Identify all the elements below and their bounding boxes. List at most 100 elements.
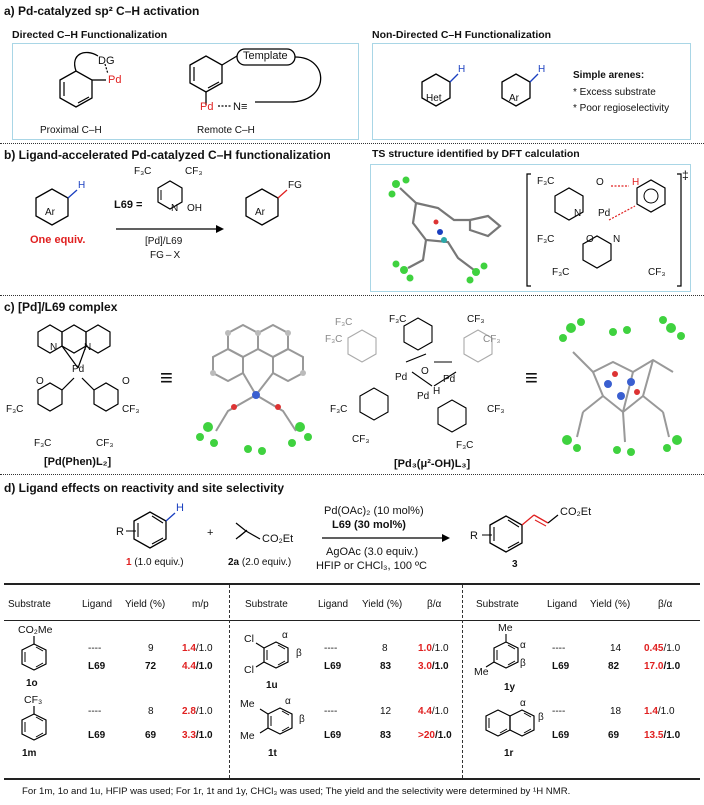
1r-r2-ratio: 13.5/1.0 xyxy=(644,730,680,741)
section-c-title: c) [Pd]/L69 complex xyxy=(4,300,118,314)
ts-f3c-bot: F₃C xyxy=(552,267,570,278)
phen-cf3-right: CF₃ xyxy=(122,404,140,415)
phen-cf3-bot-right: CF₃ xyxy=(96,438,114,449)
dg-label: DG xyxy=(98,55,115,67)
divider-1 xyxy=(0,143,704,144)
1o-r2-ligand: L69 xyxy=(88,661,106,672)
1o-r2-ratio: 4.4/1.0 xyxy=(182,661,213,672)
equiv-1: ≡ xyxy=(160,365,173,390)
sub-1u-cl-top: Cl xyxy=(244,633,254,645)
1r-r2-ligand: L69 xyxy=(552,730,570,741)
1m-r1-ligand: ---- xyxy=(88,706,102,717)
phen-n-right: N xyxy=(84,342,92,353)
sub-1r-label: 1r xyxy=(504,748,514,759)
1u-r2-ratio-b: /1.0 xyxy=(431,661,449,672)
1t-r1-ligand: ---- xyxy=(324,706,338,717)
1o-r2-ratio-a: 4.4 xyxy=(182,661,196,672)
1t-r1-ratio-b: /1.0 xyxy=(431,706,449,717)
1o-r1-yield: 9 xyxy=(148,643,154,654)
l69-eq: L69 = xyxy=(114,199,143,211)
1o-r2-ratio-b: /1.0 xyxy=(195,661,213,672)
template-label: Template xyxy=(243,50,288,62)
1y-r1-ratio: 0.45/1.0 xyxy=(644,643,680,654)
th-1-ratio: m/p xyxy=(192,599,209,610)
1m-r2-ligand: L69 xyxy=(88,730,106,741)
product-3-label: 3 xyxy=(512,559,518,570)
1y-r1-yield: 14 xyxy=(610,643,622,654)
remote-structure xyxy=(189,48,322,107)
1t-r1-yield: 12 xyxy=(380,706,392,717)
simple-arenes: Simple arenes: xyxy=(573,70,645,81)
sub-1y-label: 1y xyxy=(504,682,516,693)
phen-o-left: O xyxy=(36,376,44,387)
ts-title: TS structure identified by DFT calculati… xyxy=(372,148,580,160)
1t-r2-ratio-b: /1.0 xyxy=(434,730,452,741)
th-3-ligand: Ligand xyxy=(547,599,578,610)
1o-r2-yield: 72 xyxy=(145,661,157,672)
reactant-1-equiv: (1.0 equiv.) xyxy=(134,557,184,568)
nitrile-label: N≡ xyxy=(233,101,248,113)
sub-1o-label: 1o xyxy=(26,678,38,689)
1u-r2-ligand: L69 xyxy=(324,661,342,672)
1o-r1-ratio-b: /1.0 xyxy=(195,643,213,654)
th-2-ligand: Ligand xyxy=(318,599,349,610)
sub-1t-ring xyxy=(259,707,293,735)
section-d-title: d) Ligand effects on reactivity and site… xyxy=(4,481,285,495)
sub-1y-me-top: Me xyxy=(498,622,513,634)
1r-r1-ratio-b: /1.0 xyxy=(657,706,675,717)
col-divider-1 xyxy=(229,585,230,778)
product-co2et: CO₂Et xyxy=(560,506,592,518)
th-2-substrate: Substrate xyxy=(245,599,288,610)
pd3-h: H xyxy=(433,386,441,397)
th-1-ligand: Ligand xyxy=(82,599,113,610)
pd3-grey-f3c-2: F₃C xyxy=(325,334,343,345)
reagent-2a xyxy=(235,522,261,540)
table-header-rule xyxy=(4,620,700,621)
ts-f3c-mid: F₃C xyxy=(537,234,555,245)
sub-1t-beta: β xyxy=(299,714,305,725)
sub-1t-me-bot: Me xyxy=(240,730,255,742)
ts-cf3-bot: CF₃ xyxy=(648,267,666,278)
het-h: H xyxy=(458,64,466,75)
complex1-label: [Pd(Phen)L₂] xyxy=(44,456,112,468)
reactant-1-num: 1 xyxy=(126,557,132,568)
1u-r2-yield: 83 xyxy=(380,661,392,672)
product-r: R xyxy=(470,530,478,542)
1r-r1-ratio-a: 1.4 xyxy=(644,706,658,717)
pd3-o-mid: O xyxy=(421,366,429,377)
sub-1u-cl-bot: Cl xyxy=(244,664,254,676)
het-ring xyxy=(421,73,459,107)
1m-r1-ratio-a: 2.8 xyxy=(182,706,196,717)
product-3 xyxy=(482,514,559,553)
nondirected-title: Non-Directed C–H Functionalization xyxy=(372,29,552,41)
sub-1y-beta: β xyxy=(520,658,526,669)
l69-cf3-right: CF₃ xyxy=(185,166,203,177)
ar-product-label: Ar xyxy=(255,207,265,218)
reagent-2a-equiv: (2.0 equiv.) xyxy=(241,557,292,568)
sub-1r-alpha: α xyxy=(520,698,526,709)
cond-4: HFIP or CHCl₃, 100 ºC xyxy=(316,560,427,572)
sub-1t-me-top: Me xyxy=(240,698,255,710)
sub-1u-beta: β xyxy=(296,648,302,659)
1y-r2-ratio-a: 17.0 xyxy=(644,661,664,672)
ts-f3c-top: F₃C xyxy=(537,176,555,187)
1r-r1-ratio: 1.4/1.0 xyxy=(644,706,675,717)
1o-r1-ratio-a: 1.4 xyxy=(182,643,196,654)
cond-1: Pd(OAc)₂ (10 mol%) xyxy=(324,505,424,517)
fg-label: FG xyxy=(288,180,302,191)
table-bottom-rule xyxy=(4,778,700,780)
1m-r2-ratio-b: /1.0 xyxy=(195,730,213,741)
1u-r1-yield: 8 xyxy=(382,643,388,654)
1u-r2-ratio-a: 3.0 xyxy=(418,661,432,672)
ts-bracket xyxy=(526,173,682,287)
divider-3 xyxy=(0,474,704,475)
1t-r1-ratio: 4.4/1.0 xyxy=(418,706,449,717)
sub-1u-alpha: α xyxy=(282,630,288,641)
sub-1r-ring xyxy=(485,709,535,737)
pd-phen-3d xyxy=(196,323,312,455)
th-3-substrate: Substrate xyxy=(476,599,519,610)
ar-ring xyxy=(501,73,539,107)
1m-r1-ratio: 2.8/1.0 xyxy=(182,706,213,717)
sub-1m-cf3: CF₃ xyxy=(24,694,43,706)
1u-r1-ligand: ---- xyxy=(324,643,338,654)
